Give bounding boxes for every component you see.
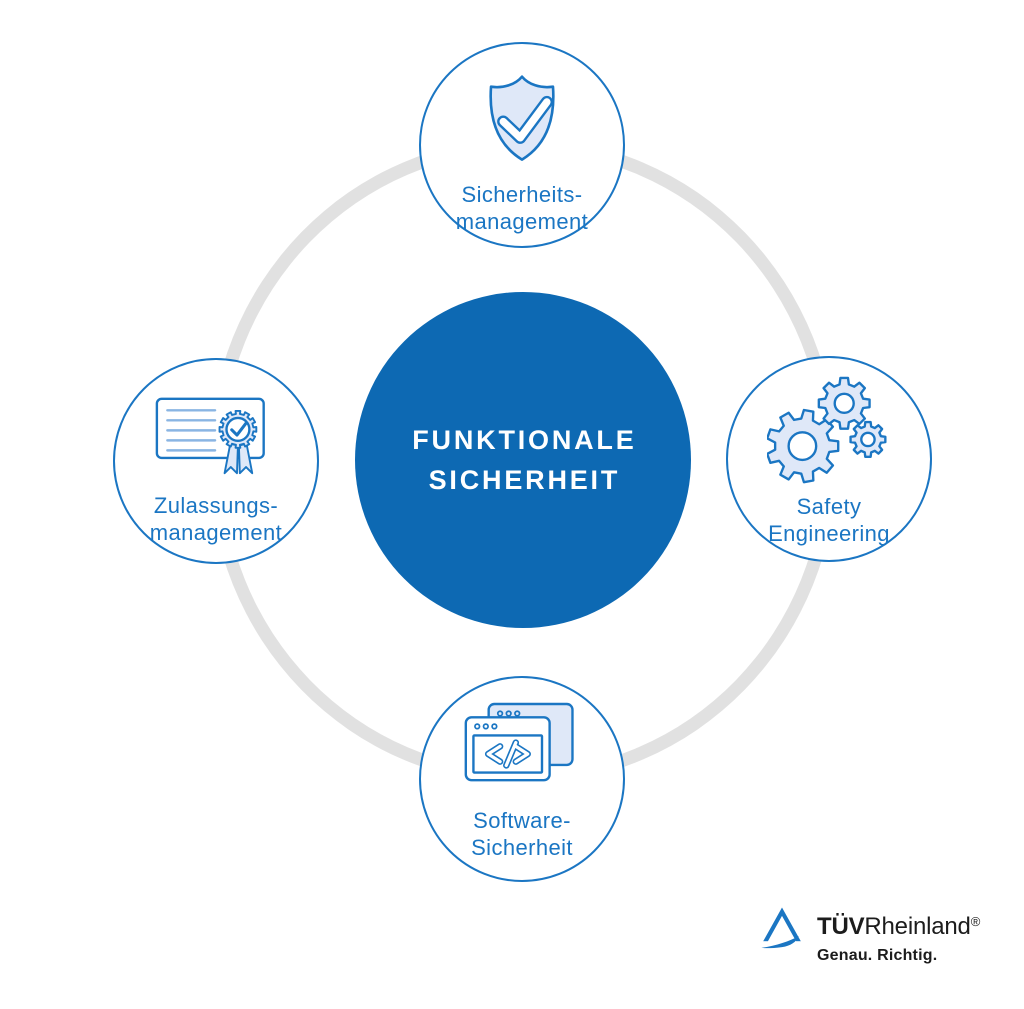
- center-title-line2: SICHERHEIT: [428, 465, 621, 495]
- center-title-line1: FUNKTIONALE: [412, 425, 637, 455]
- certificate-icon: [155, 397, 265, 475]
- logo-text-block: TÜVRheinland® Genau. Richtig.: [817, 914, 980, 965]
- node-label-software-sicherheit: Software- Sicherheit: [471, 807, 573, 861]
- label-line: management: [455, 209, 589, 234]
- node-label-safety-engineering: Safety Engineering: [768, 493, 890, 547]
- center-topic-circle: FUNKTIONALE SICHERHEIT: [355, 292, 691, 628]
- label-line: Engineering: [768, 521, 890, 546]
- node-safety-engineering: Safety Engineering: [726, 356, 932, 562]
- label-line: Safety: [796, 494, 862, 519]
- node-label-sicherheitsmanagement: Sicherheits- management: [456, 181, 588, 235]
- node-zulassungsmanagement: Zulassungs- management: [113, 358, 319, 564]
- shield-check-icon: [489, 75, 555, 161]
- code-window-icon: [464, 702, 574, 782]
- tuv-rheinland-logo: TÜVRheinland® Genau. Richtig.: [760, 906, 980, 965]
- tuv-triangle-icon: [760, 907, 804, 950]
- node-sicherheitsmanagement: Sicherheits- management: [419, 42, 625, 248]
- logo-brand-regular: Rheinland: [864, 913, 971, 940]
- logo-wordmark: TÜVRheinland®: [817, 914, 980, 943]
- label-line: Sicherheit: [471, 835, 573, 860]
- registered-mark: ®: [970, 914, 981, 929]
- label-line: Zulassungs-: [153, 493, 279, 518]
- label-line: management: [149, 520, 283, 545]
- label-line: Software-: [473, 808, 571, 833]
- node-software-sicherheit: Software- Sicherheit: [419, 676, 625, 882]
- node-label-zulassungsmanagement: Zulassungs- management: [150, 492, 282, 546]
- logo-tagline: Genau. Richtig.: [817, 947, 938, 964]
- label-line: Sicherheits-: [461, 182, 583, 207]
- logo-brand-bold: TÜV: [817, 913, 865, 940]
- gears-icon: [767, 376, 887, 484]
